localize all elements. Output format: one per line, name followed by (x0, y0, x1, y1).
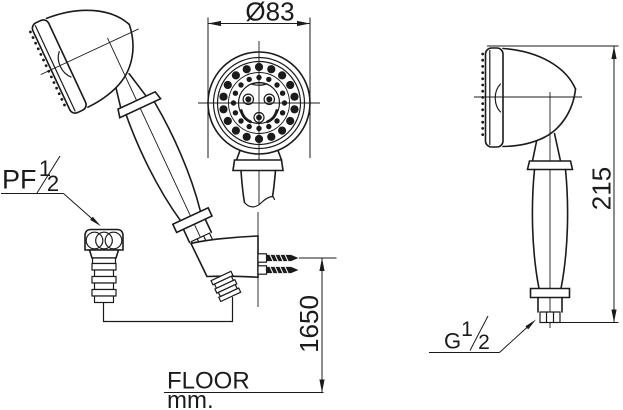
nozzle-dot (290, 105, 299, 114)
screw-top (257, 253, 299, 263)
pf-leader-arrow (90, 216, 101, 227)
nozzle-dot (231, 126, 240, 135)
nozzle-dot (286, 80, 295, 90)
g-prefix: G (444, 329, 461, 354)
arrow-right (297, 20, 310, 27)
nozzle-dot (246, 76, 252, 83)
nozzle-dot (266, 123, 272, 130)
nozzle-dot (219, 105, 228, 114)
bottom-eye-nozzle (253, 111, 265, 124)
nozzle-dot (254, 134, 264, 144)
arrow-down (319, 379, 325, 393)
break-line (243, 195, 276, 208)
shower-hose (102, 296, 234, 323)
left-arc-slot (239, 109, 252, 124)
nozzle-dot (254, 62, 264, 72)
nozzle-dot (238, 82, 244, 88)
hose-nut-fitting (84, 228, 124, 304)
nozzle-dot (267, 65, 276, 74)
dim-diameter-text: Ø83 (245, 0, 294, 27)
g-leader-line (499, 326, 529, 353)
g-denominator: 2 (478, 331, 490, 354)
nozzle-dot (230, 100, 237, 106)
floor-label: FLOOR (167, 368, 250, 395)
nozzle-dot (279, 90, 286, 96)
nozzle-dot (223, 80, 232, 90)
screw-bottom (257, 265, 299, 275)
top-slot (249, 82, 269, 86)
spray-ring-outer-edge (216, 60, 302, 146)
nut-hex-lobes (85, 231, 123, 250)
nozzle-ring-outer (219, 62, 299, 144)
hose-guard-ribs (210, 270, 242, 303)
mounting-screws (257, 253, 299, 275)
dimension-mounting-height: 1650 (294, 257, 337, 393)
right-eye-nozzle (263, 93, 276, 106)
nozzle-dot (242, 132, 251, 141)
nozzle-dot (231, 71, 240, 80)
right-arc-slot (266, 109, 279, 124)
dimension-head-diameter: Ø83 (207, 0, 311, 158)
left-eye-nozzle (242, 93, 255, 106)
hose-ribs (91, 262, 117, 304)
nozzle-dot (286, 116, 295, 126)
side-view-shower (473, 47, 583, 329)
label-g-thread: G 1 2 (429, 315, 536, 354)
nozzle-ring-inner (230, 74, 288, 132)
nozzle-dot (278, 71, 287, 80)
spray-ring-mid-edge (228, 72, 290, 134)
label-pf-thread: PF 1 2 (1, 155, 101, 227)
nozzle-dot (238, 118, 244, 124)
nozzle-dot (256, 74, 262, 81)
nozzle-dot (242, 65, 251, 74)
nozzle-dot (274, 118, 280, 124)
arrow-up (319, 258, 325, 271)
floor-unit-label: mm. (167, 387, 214, 410)
floor-reference: FLOOR mm. (164, 368, 324, 410)
pf-denominator: 2 (47, 171, 59, 196)
left-view-installed-shower (19, 0, 299, 323)
g-leader-arrow (525, 319, 536, 330)
nozzle-dot (266, 76, 272, 83)
head-inner-rim (212, 56, 306, 150)
dimension-shower-length: 215 (487, 45, 619, 323)
face-view-spray-head (198, 41, 320, 208)
arrow-up (611, 46, 617, 59)
hand-shower-upright (473, 47, 583, 329)
nozzle-dot (246, 123, 252, 130)
handle-stub-broken (232, 149, 284, 208)
nozzle-dot (281, 100, 288, 106)
nozzle-dot (278, 126, 287, 135)
nozzle-dot (274, 82, 280, 88)
nozzle-dot (232, 110, 239, 116)
arrow-left (208, 20, 221, 27)
nozzle-dot (267, 132, 276, 141)
nozzle-dot (256, 125, 262, 132)
nozzle-dot (290, 92, 299, 101)
dim-height-text: 1650 (294, 295, 324, 353)
wall-bracket (189, 235, 259, 279)
nozzle-dot (219, 92, 228, 101)
nozzle-dot (279, 110, 286, 116)
dim-length-text: 215 (587, 167, 617, 210)
nozzle-dot (223, 116, 232, 126)
g-numerator: 1 (461, 318, 473, 341)
nozzle-dot (232, 90, 239, 96)
pf-prefix: PF (2, 165, 37, 195)
arrow-down (611, 309, 617, 323)
pf-leader-line (63, 193, 95, 221)
